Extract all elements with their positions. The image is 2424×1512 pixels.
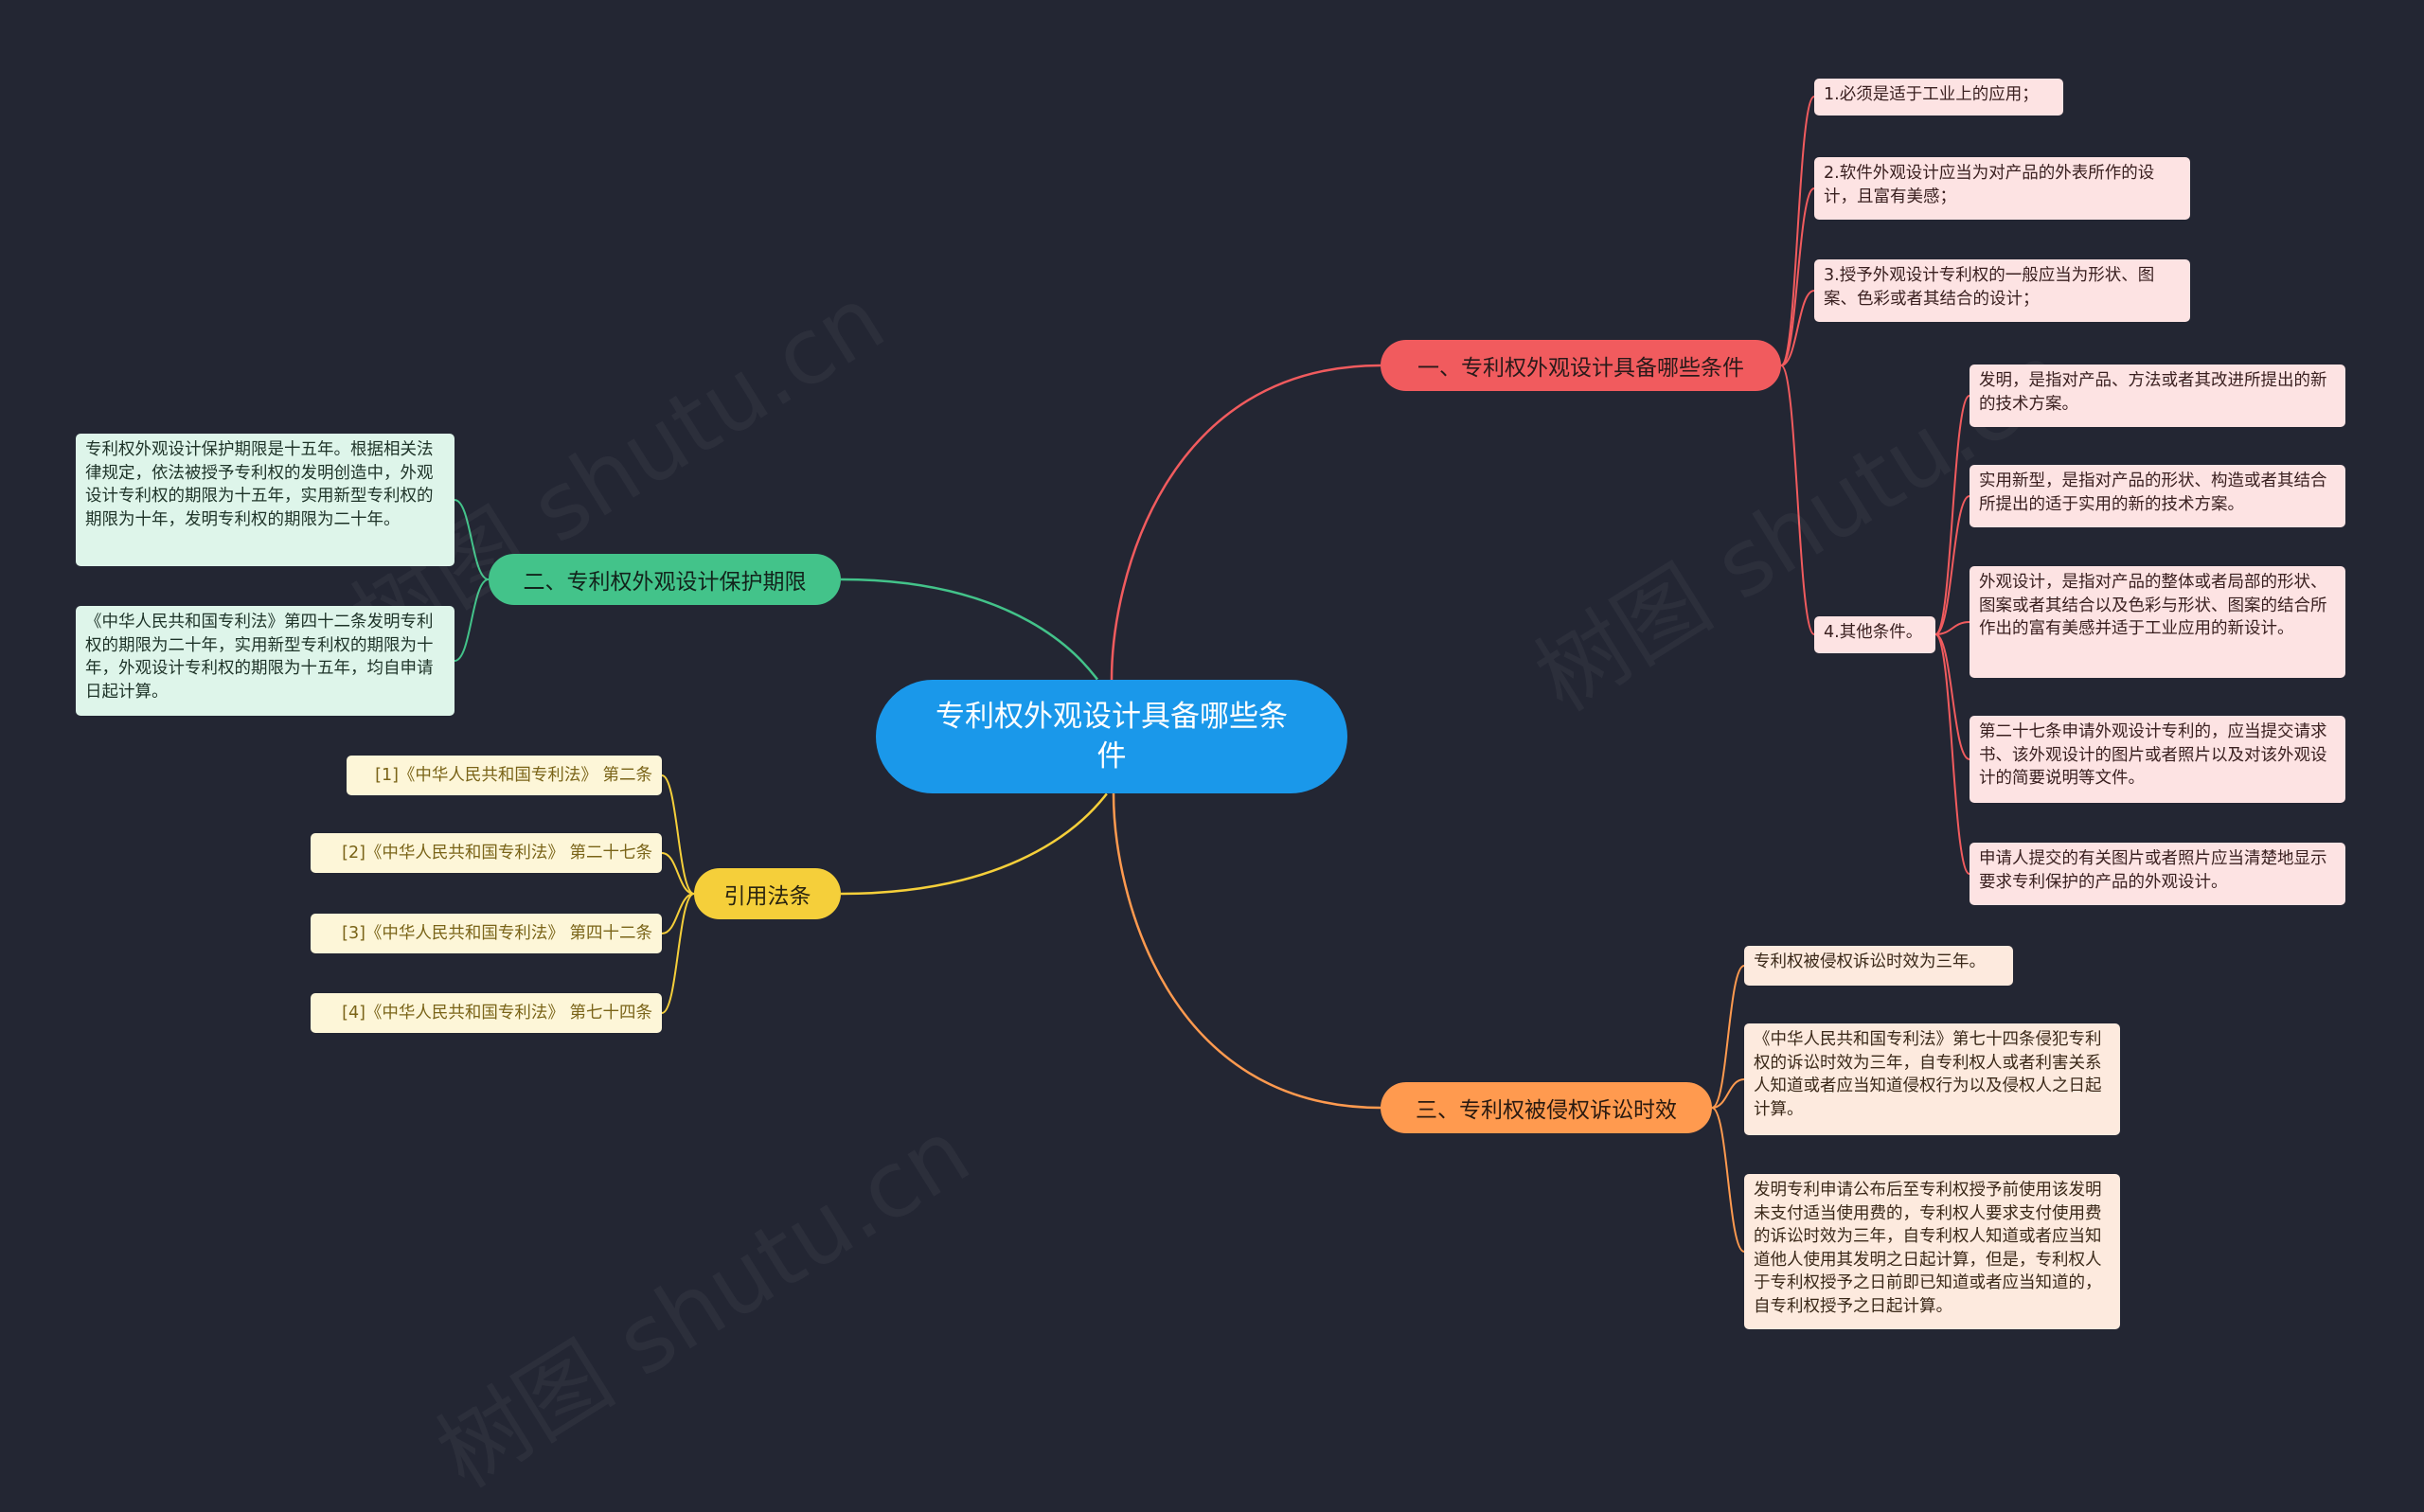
ref-item-2[interactable]: [2]《中华人民共和国专利法》 第二十七条	[311, 833, 662, 873]
ref-item-line	[661, 852, 695, 895]
ref-item-3[interactable]: [3]《中华人民共和国专利法》 第四十二条	[311, 914, 662, 953]
limitation-item-1[interactable]: 专利权被侵权诉讼时效为三年。	[1744, 946, 2013, 986]
term-item-1[interactable]: 专利权外观设计保护期限是十五年。根据相关法律规定，依法被授予专利权的发明创造中，…	[76, 434, 454, 566]
conditions-item-line	[1780, 365, 1815, 635]
limitation-item-line	[1711, 1078, 1745, 1109]
other-condition-invention[interactable]: 发明，是指对产品、方法或者其改进所提出的新的技术方案。	[1970, 365, 2345, 427]
other-condition-pictures[interactable]: 申请人提交的有关图片或者照片应当清楚地显示要求专利保护的产品的外观设计。	[1970, 843, 2345, 905]
other-condition-line	[1934, 621, 1970, 635]
branch-limitation[interactable]: 三、专利权被侵权诉讼时效	[1381, 1082, 1712, 1133]
root-node[interactable]: 专利权外观设计具备哪些条件	[876, 680, 1347, 793]
limitation-item-line	[1711, 965, 1745, 1109]
limitation-item-2[interactable]: 《中华人民共和国专利法》第七十四条侵犯专利权的诉讼时效为三年，自专利权人或者利害…	[1744, 1023, 2120, 1135]
root-to-limitation-line	[1112, 792, 1381, 1110]
branch-conditions[interactable]: 一、专利权外观设计具备哪些条件	[1381, 340, 1781, 391]
ref-item-1[interactable]: [1]《中华人民共和国专利法》 第二条	[347, 756, 662, 795]
root-to-refs-line	[840, 792, 1110, 896]
condition-item-1[interactable]: 1.必须是适于工业上的应用；	[1814, 79, 2063, 116]
root-title: 专利权外观设计具备哪些条件	[936, 700, 1288, 774]
condition-item-3[interactable]: 3.授予外观设计专利权的一般应当为形状、图案、色彩或者其结合的设计；	[1814, 259, 2190, 322]
branch-refs[interactable]: 引用法条	[694, 868, 841, 919]
ref-item-line	[661, 774, 695, 895]
mindmap-canvas: 树图 shutu.cn 树图 shutu.cn 树图 shutu.cn 专利权外…	[76, 79, 2345, 1329]
root-to-conditions-line	[1110, 364, 1381, 681]
branch-term[interactable]: 二、专利权外观设计保护期限	[489, 554, 841, 605]
other-condition-line	[1934, 395, 1970, 635]
condition-item-4[interactable]: 4.其他条件。	[1814, 616, 1935, 653]
term-item-2[interactable]: 《中华人民共和国专利法》第四十二条发明专利权的期限为二十年，实用新型专利权的期限…	[76, 606, 454, 716]
other-condition-design[interactable]: 外观设计，是指对产品的整体或者局部的形状、图案或者其结合以及色彩与形状、图案的结…	[1970, 566, 2345, 678]
ref-item-line	[661, 893, 695, 1014]
conditions-item-line	[1780, 96, 1815, 366]
term-item-line	[454, 578, 490, 662]
ref-item-line	[661, 893, 695, 934]
other-condition-utility-model[interactable]: 实用新型，是指对产品的形状、构造或者其结合所提出的适于实用的新的技术方案。	[1970, 465, 2345, 527]
conditions-item-line	[1780, 187, 1815, 366]
limitation-item-line	[1711, 1107, 1745, 1253]
term-item-line	[454, 499, 490, 580]
other-condition-article-27[interactable]: 第二十七条申请外观设计专利的，应当提交请求书、该外观设计的图片或者照片以及对该外…	[1970, 716, 2345, 803]
ref-item-4[interactable]: [4]《中华人民共和国专利法》 第七十四条	[311, 993, 662, 1033]
limitation-item-3[interactable]: 发明专利申请公布后至专利权授予前使用该发明未支付适当使用费的，专利权人要求支付使…	[1744, 1174, 2120, 1329]
other-condition-line	[1934, 495, 1970, 635]
other-condition-line	[1934, 633, 1970, 875]
condition-item-2[interactable]: 2.软件外观设计应当为对产品的外表所作的设计，且富有美感；	[1814, 157, 2190, 220]
root-to-term-line	[840, 578, 1100, 682]
conditions-item-line	[1780, 290, 1815, 366]
other-condition-line	[1934, 633, 1970, 760]
connector-lines	[454, 96, 1970, 1253]
